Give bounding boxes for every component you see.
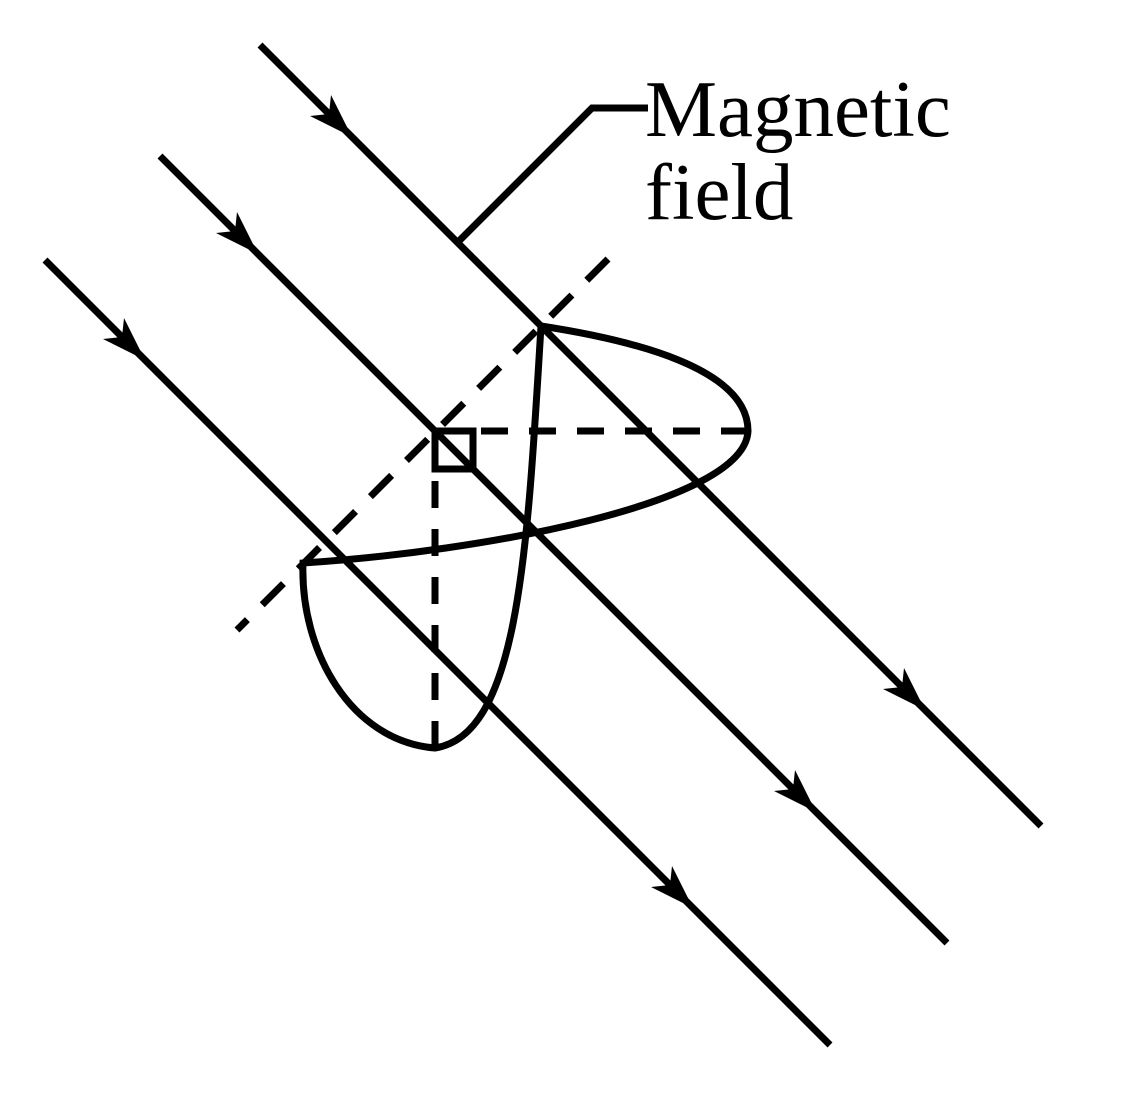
field-line-3-arrowhead-2	[651, 866, 693, 908]
magnetic-field-label: Magnetic field	[645, 68, 951, 234]
right-angle-marker	[431, 427, 477, 473]
label-leader-line	[454, 104, 648, 246]
field-line-1-arrowhead-1	[310, 95, 352, 137]
field-line-1-arrowhead-2	[883, 668, 925, 710]
field-line-2-arrowhead-1	[216, 212, 258, 254]
helix-axis-dashed	[234, 256, 611, 633]
field-line-2	[157, 153, 950, 946]
magnetic-field-label-line-2: field	[645, 147, 794, 237]
magnetic-field-label-line-1: Magnetic	[645, 64, 951, 154]
field-line-2-arrowhead-2	[774, 770, 816, 812]
field-line-3	[42, 257, 833, 1048]
field-line-3-arrowhead-1	[103, 318, 145, 360]
helix-particle-path	[299, 321, 752, 752]
